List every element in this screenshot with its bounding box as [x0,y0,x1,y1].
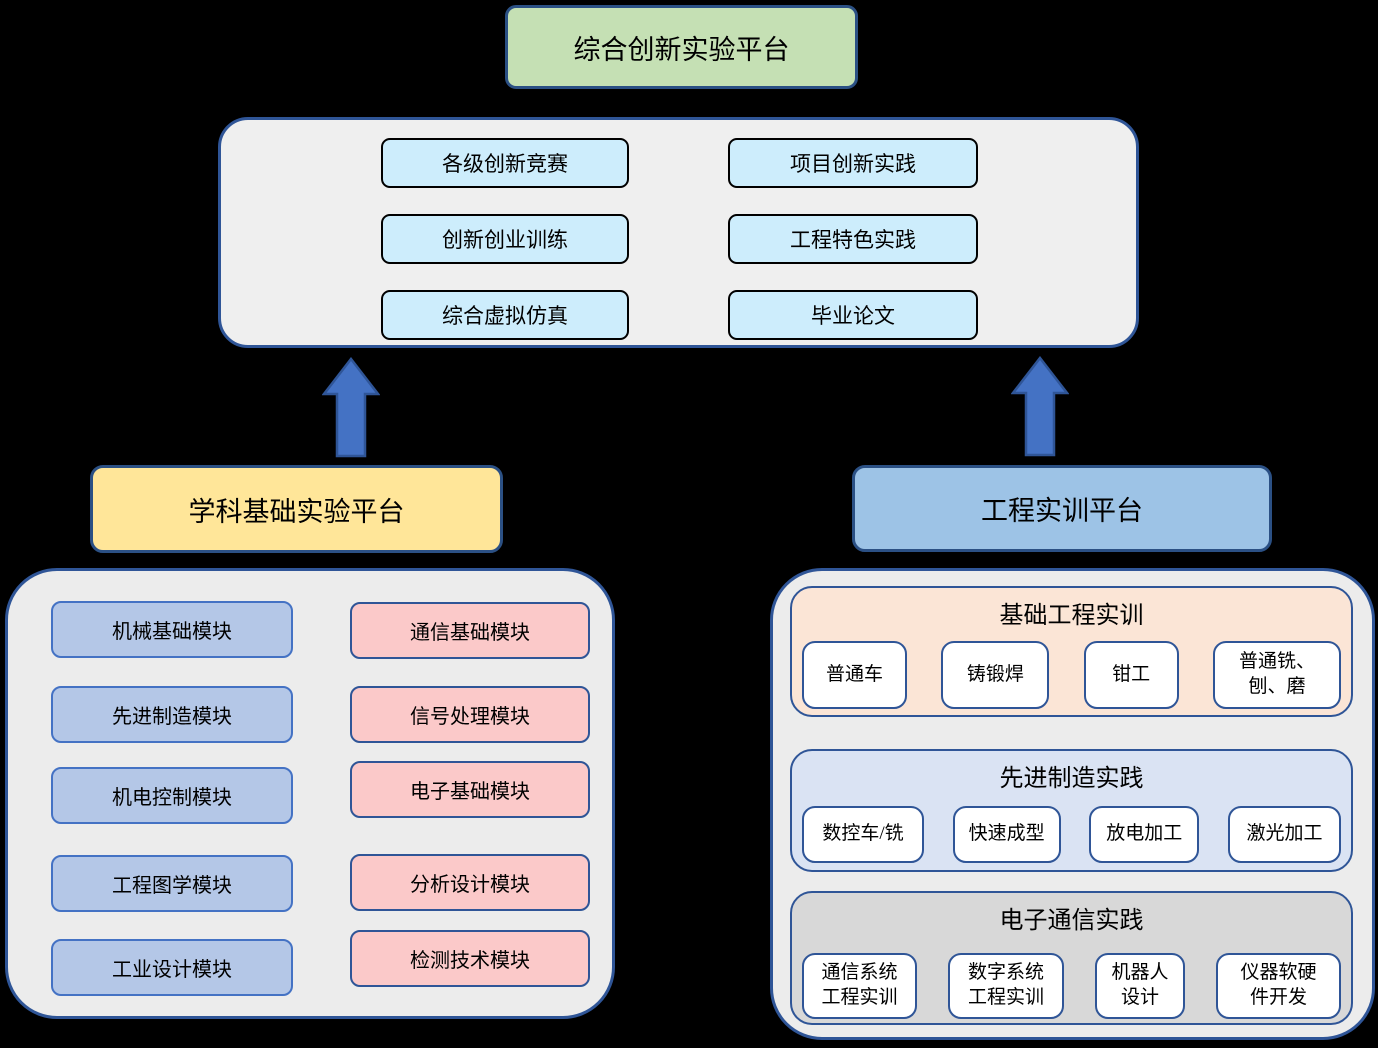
module-chip: 工程图学模块 [51,855,293,912]
innovation-item: 创新创业训练 [381,214,629,264]
basic-experiment-container: 机械基础模块 先进制造模块 机电控制模块 工程图学模块 工业设计模块 通信基础模… [5,568,615,1019]
innovation-container: 各级创新竞赛 创新创业训练 综合虚拟仿真 项目创新实践 工程特色实践 毕业论文 [218,117,1139,348]
module-chip: 工业设计模块 [51,939,293,996]
training-item: 机器人 设计 [1095,953,1185,1019]
section-items-row: 数控车/铣 快速成型 放电加工 激光加工 [802,806,1341,863]
module-chip: 检测技术模块 [350,930,590,987]
training-item: 普通铣、 刨、磨 [1212,641,1341,709]
section-title: 电子通信实践 [999,908,1144,934]
training-item: 激光加工 [1227,806,1341,863]
innovation-item: 毕业论文 [728,290,978,340]
right-platform-title-box: 工程实训平台 [852,465,1272,552]
left-platform-title-box: 学科基础实验平台 [90,465,503,553]
module-chip: 先进制造模块 [51,686,293,743]
section-title: 先进制造实践 [999,766,1144,792]
training-item: 通信系统 工程实训 [802,953,917,1019]
module-chip: 电子基础模块 [350,761,590,818]
training-item: 快速成型 [952,806,1061,863]
innovation-item: 项目创新实践 [728,138,978,188]
section-advanced-manufacturing: 先进制造实践 数控车/铣 快速成型 放电加工 激光加工 [790,749,1353,872]
module-chip: 机械基础模块 [51,601,293,658]
section-items-row: 通信系统 工程实训 数字系统 工程实训 机器人 设计 仪器软硬 件开发 [802,953,1341,1019]
training-item: 数字系统 工程实训 [948,953,1064,1019]
module-chip: 机电控制模块 [51,767,293,824]
module-chip: 通信基础模块 [350,602,590,659]
top-platform-box: 综合创新实验平台 [505,5,858,89]
training-item: 仪器软硬 件开发 [1216,953,1341,1019]
training-item: 普通车 [802,641,907,709]
module-chip: 分析设计模块 [350,854,590,911]
section-title: 基础工程实训 [999,603,1144,629]
innovation-item: 综合虚拟仿真 [381,290,629,340]
innovation-item: 各级创新竞赛 [381,138,629,188]
up-arrow-left [322,357,380,458]
up-arrow-right [1011,356,1069,457]
module-chip: 信号处理模块 [350,686,590,743]
section-electronic-communication: 电子通信实践 通信系统 工程实训 数字系统 工程实训 机器人 设计 仪器软硬 件… [790,891,1353,1025]
training-item: 放电加工 [1089,806,1200,863]
innovation-item: 工程特色实践 [728,214,978,264]
section-basic-training: 基础工程实训 普通车 铸锻焊 钳工 普通铣、 刨、磨 [790,586,1353,717]
training-item: 数控车/铣 [802,806,924,863]
section-items-row: 普通车 铸锻焊 钳工 普通铣、 刨、磨 [802,641,1341,709]
engineering-training-container: 基础工程实训 普通车 铸锻焊 钳工 普通铣、 刨、磨 先进制造实践 数控车/铣 … [770,568,1375,1040]
training-item: 铸锻焊 [941,641,1050,709]
training-item: 钳工 [1083,641,1179,709]
